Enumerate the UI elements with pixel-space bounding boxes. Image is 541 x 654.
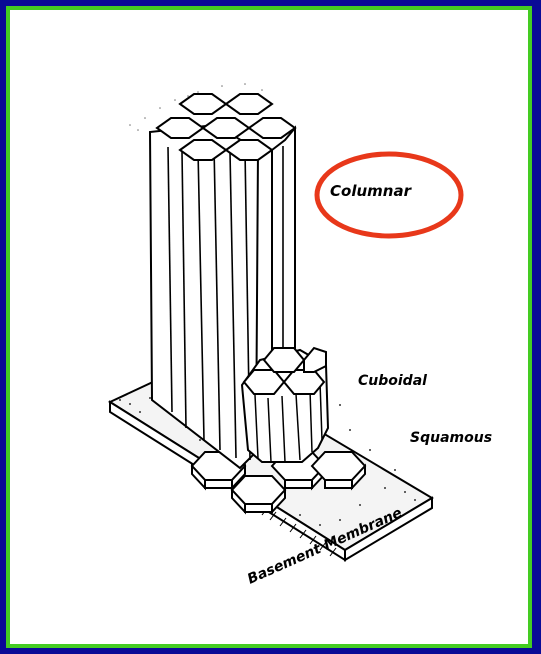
label-squamous: Squamous [410,430,492,446]
label-columnar: Columnar [330,182,413,200]
label-cuboidal: Cuboidal [358,373,427,389]
